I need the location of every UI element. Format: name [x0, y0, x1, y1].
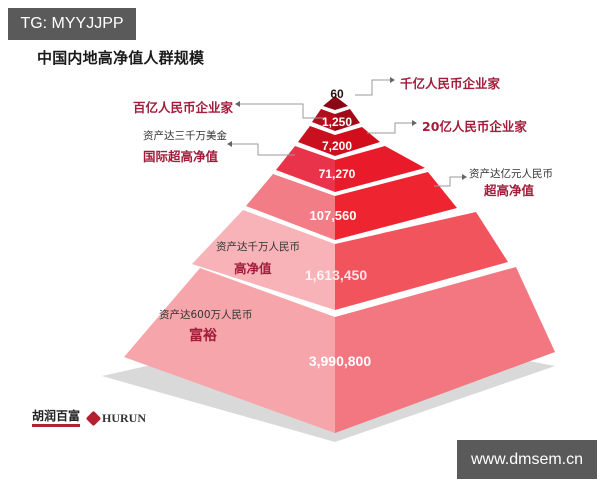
tier-5-label: 超高净值 — [484, 183, 535, 198]
tier-2-left — [312, 109, 335, 131]
arrow-tier-1 — [390, 77, 395, 83]
tier-7-value: 3,990,800 — [309, 353, 371, 369]
arrow-tier-3 — [412, 120, 417, 126]
tier-5-sublabel: 资产达亿元人民币 — [469, 168, 553, 180]
tier-3-right — [335, 127, 380, 156]
source-logo: 胡润百富 HURUN — [32, 410, 146, 427]
arrow-tier-2 — [235, 101, 240, 107]
tier-5-right — [335, 172, 457, 240]
tier-4-right — [335, 146, 425, 192]
tier-6-right — [335, 212, 508, 310]
connector-tier-5 — [434, 176, 462, 187]
tier-6-value: 1,613,450 — [305, 267, 367, 283]
tier-1-label: 千亿人民币企业家 — [400, 76, 501, 91]
tier-4-label: 国际超高净值 — [143, 149, 219, 164]
tier-7-right — [335, 267, 555, 433]
arrow-tier-4 — [227, 141, 232, 147]
tier-6-sublabel: 资产达千万人民币 — [216, 241, 300, 253]
connector-tier-4 — [232, 143, 295, 156]
tier-1-apex — [323, 96, 348, 110]
tier-6-left — [192, 210, 335, 310]
tier-4-sublabel: 资产达三千万美金 — [143, 130, 227, 142]
connector-tier-3 — [367, 122, 412, 134]
arrow-tier-5 — [462, 174, 467, 180]
tier-2-value: 1,250 — [322, 115, 352, 129]
tier-3-value: 7,200 — [322, 139, 352, 153]
chart-title: 中国内地高净值人群规模 — [37, 49, 205, 67]
watermark-top: TG: MYYJJPP — [8, 8, 136, 40]
tier-4-left — [276, 146, 335, 192]
tier-2-label: 百亿人民币企业家 — [133, 100, 234, 115]
watermark-bottom: www.dmsem.cn — [457, 440, 597, 479]
connector-tier-2 — [240, 103, 325, 119]
tier-2-right — [335, 109, 360, 131]
hurun-en-text: HURUN — [102, 411, 147, 425]
tier-1-value: 60 — [330, 87, 344, 101]
tier-5-value: 107,560 — [310, 208, 357, 223]
tier-6-label: 高净值 — [234, 261, 272, 276]
hurun-cn-logo: 胡润百富 — [32, 410, 81, 427]
hurun-en-logo: HURUN — [85, 410, 147, 427]
tier-3-label: 20亿人民币企业家 — [422, 119, 527, 134]
tier-4-value: 71,270 — [319, 167, 356, 181]
tier-7-left — [124, 268, 335, 433]
tier-5-left — [246, 174, 335, 240]
hurun-diamond-icon — [85, 410, 102, 427]
connector-tier-1 — [355, 79, 390, 96]
tier-7-sublabel: 资产达600万人民币 — [159, 309, 253, 321]
tier-7-label: 富裕 — [189, 328, 217, 344]
tier-3-left — [298, 126, 335, 156]
